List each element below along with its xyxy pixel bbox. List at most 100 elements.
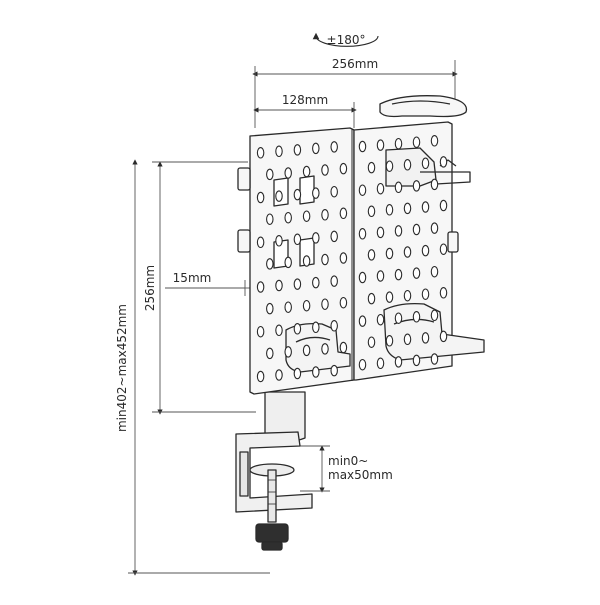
- side-clip: [237, 229, 251, 253]
- peg-hole: [412, 354, 421, 367]
- peg-hole: [302, 299, 311, 312]
- peg-hole: [339, 252, 348, 264]
- peg-hole: [275, 235, 283, 247]
- peg-hole: [330, 230, 338, 243]
- peg-hole: [430, 309, 439, 322]
- peg-hole: [421, 201, 430, 213]
- dimension-lines: [128, 60, 458, 576]
- clamp-handle: [255, 523, 289, 543]
- peg-hole: [293, 323, 302, 335]
- peg-hole: [403, 159, 412, 171]
- peg-hole: [430, 178, 439, 191]
- peg-hole: [339, 207, 348, 220]
- peg-hole: [385, 247, 394, 260]
- peg-hole: [266, 168, 274, 181]
- peg-hole: [284, 346, 292, 358]
- peg-hole: [430, 353, 439, 365]
- peg-hole: [312, 276, 320, 289]
- peg-hole: [358, 315, 367, 327]
- peg-hole: [403, 289, 412, 302]
- peg-hole: [412, 180, 421, 192]
- side-clip: [447, 231, 459, 253]
- peg-hole: [266, 302, 274, 315]
- peg-hole: [403, 246, 412, 258]
- cradle-right: [383, 302, 485, 361]
- peg-hole: [358, 271, 367, 284]
- peg-hole: [321, 164, 329, 176]
- peg-hole: [312, 232, 320, 244]
- peg-hole: [358, 140, 367, 153]
- side-clip: [237, 167, 251, 191]
- peg-hole: [376, 313, 385, 326]
- peg-hole: [439, 287, 448, 299]
- peg-hole: [394, 312, 403, 324]
- peg-hole: [275, 190, 283, 202]
- peg-hole: [376, 357, 385, 370]
- clamp-range-label-line2: max50mm: [328, 468, 393, 482]
- peg-hole: [312, 321, 320, 334]
- peg-hole: [275, 279, 283, 292]
- peg-hole: [321, 209, 329, 221]
- peg-hole: [339, 296, 348, 309]
- peg-hole: [302, 210, 311, 222]
- peg-hole: [358, 228, 367, 240]
- peg-hole: [275, 369, 283, 381]
- peg-hole: [439, 156, 448, 168]
- peg-hole: [256, 236, 265, 249]
- peg-hole: [275, 324, 283, 337]
- peg-hole: [302, 344, 311, 357]
- clamp-body: [235, 431, 313, 513]
- peg-hole: [403, 202, 412, 215]
- peg-hole: [385, 335, 394, 347]
- peg-hole: [284, 301, 292, 313]
- peg-hole: [394, 137, 403, 150]
- peg-hole: [293, 233, 302, 246]
- peg-hole: [293, 144, 302, 156]
- total-width-label: 256mm: [332, 57, 378, 71]
- peg-hole: [284, 256, 292, 269]
- peg-hole: [312, 187, 320, 199]
- peg-hole: [367, 205, 376, 218]
- peg-hole: [412, 267, 421, 279]
- peg-hole: [367, 292, 376, 305]
- peg-hole: [394, 356, 403, 368]
- peg-hole: [293, 188, 302, 201]
- peg-hole: [266, 347, 274, 360]
- peg-hole: [284, 211, 292, 224]
- peg-hole: [412, 136, 421, 148]
- peg-hole: [394, 181, 403, 194]
- peg-hole: [302, 255, 311, 267]
- clamp-range-label-line1: min0~: [328, 454, 368, 468]
- peg-hole: [412, 223, 421, 236]
- peg-hole: [367, 336, 376, 348]
- peg-hole: [321, 253, 329, 266]
- peg-hole: [330, 185, 338, 198]
- peg-hole: [312, 366, 320, 378]
- peg-hole: [358, 184, 367, 196]
- peg-hole: [330, 364, 338, 377]
- peg-hole: [394, 268, 403, 281]
- peg-hole: [312, 142, 320, 155]
- peg-hole: [385, 291, 394, 303]
- top-hook: [379, 95, 468, 118]
- peg-hole: [439, 243, 448, 255]
- offset-label: 15mm: [173, 271, 212, 285]
- peg-hole: [256, 325, 265, 338]
- peg-hole: [256, 191, 265, 204]
- total-height-label: min402~max452mm: [115, 304, 129, 432]
- peg-hole: [256, 147, 265, 159]
- peg-hole: [367, 161, 376, 174]
- peg-hole: [256, 370, 265, 383]
- peg-hole: [376, 182, 385, 195]
- peg-hole: [275, 145, 283, 158]
- peg-hole: [339, 162, 348, 175]
- pegboard-holes: [256, 135, 448, 383]
- rotation-label: ±180°: [327, 33, 366, 47]
- peg-hole: [439, 330, 448, 343]
- peg-hole: [330, 275, 338, 287]
- panel-height-label: 256mm: [143, 265, 157, 311]
- peg-hole: [430, 265, 439, 278]
- peg-hole: [385, 204, 394, 216]
